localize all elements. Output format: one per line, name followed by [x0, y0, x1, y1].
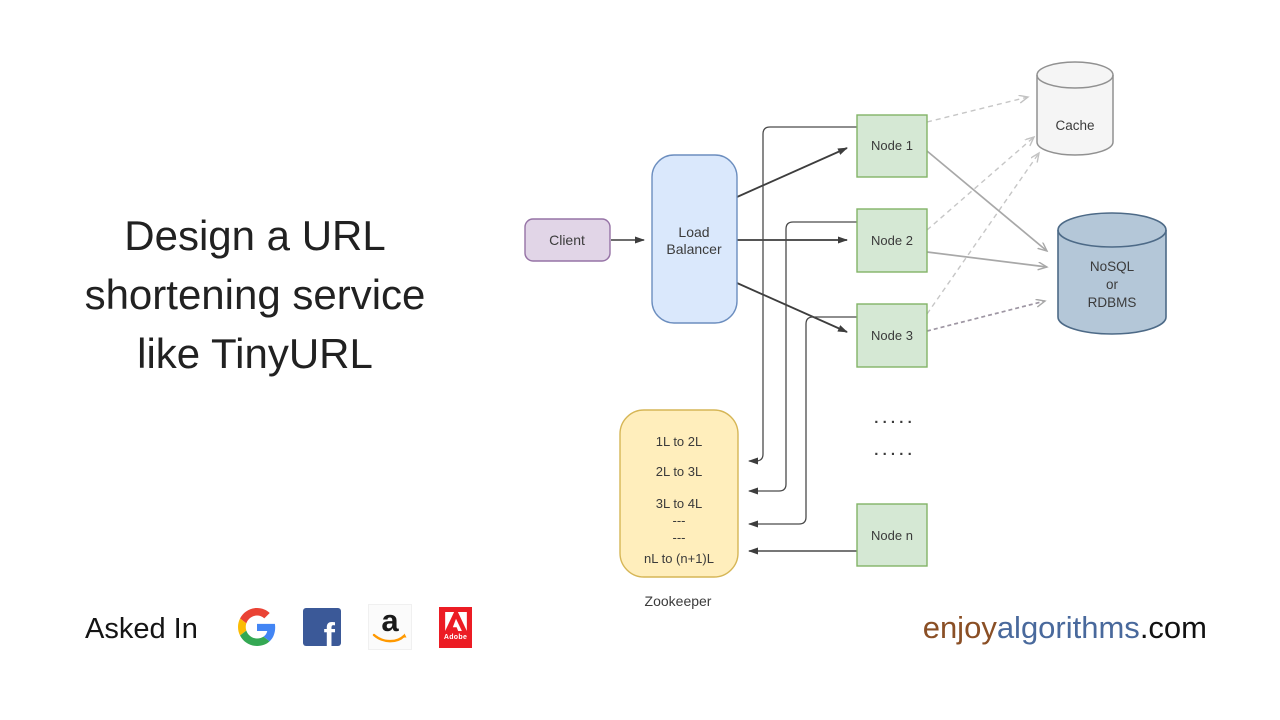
node-3-label: Node 3 — [871, 328, 913, 343]
database-cylinder-body — [1057, 212, 1167, 335]
zookeeper-range-5: --- — [673, 530, 686, 545]
node-1-label: Node 1 — [871, 138, 913, 153]
node-2-box — [856, 208, 928, 273]
zookeeper-caption: Zookeeper — [645, 593, 712, 609]
edge-lb-to-node3 — [736, 282, 848, 333]
client-label: Client — [549, 232, 585, 248]
title-line-2: shortening service — [84, 271, 426, 318]
adobe-caption: Adobe — [443, 633, 468, 641]
cache-label: Cache — [1055, 118, 1094, 133]
diagram-edges — [611, 97, 1047, 555]
edge-lb-to-node1 — [736, 147, 848, 198]
site-url-algorithms: algorithms — [996, 610, 1140, 645]
cache-cylinder: Cache — [1036, 61, 1114, 156]
site-url-enjoy: enjoy — [922, 610, 997, 645]
zookeeper-range-3: 3L to 4L — [656, 496, 703, 511]
site-url: enjoyalgorithms.com — [923, 608, 1207, 648]
load-balancer-box — [651, 154, 738, 324]
amazon-smile-icon — [372, 633, 407, 643]
node-2-label: Node 2 — [871, 233, 913, 248]
facebook-logo-icon: f — [303, 608, 341, 646]
title-line-1: Design a URL — [124, 212, 386, 259]
load-balancer-label-line1: Load — [678, 224, 709, 240]
nodes-ellipsis-row-2: . . . . . — [874, 442, 912, 459]
edge-node3-to-db — [926, 301, 1045, 332]
node-n-box — [856, 503, 928, 567]
zookeeper-range-4: --- — [673, 513, 686, 528]
page-title: Design a URL shortening service like Tin… — [75, 206, 435, 383]
adobe-mark-icon — [444, 611, 467, 631]
database-label-line2: or — [1106, 277, 1119, 292]
load-balancer-label-line2: Balancer — [666, 241, 722, 257]
node-1-box — [856, 114, 928, 178]
edge-node1-to-cache — [926, 97, 1028, 123]
database-cylinder-rim — [1057, 229, 1167, 248]
node-n-label: Node n — [871, 528, 913, 543]
nodes-ellipsis-row-1: . . . . . — [874, 410, 912, 427]
amazon-logo-icon: a — [368, 603, 412, 650]
database-label-line3: RDBMS — [1088, 295, 1137, 310]
company-logos: f a Adobe — [238, 603, 472, 650]
cache-cylinder-body — [1036, 61, 1114, 156]
edge-node2-to-zookeeper — [748, 221, 857, 495]
zookeeper-range-2: 2L to 3L — [656, 464, 703, 479]
title-line-3: like TinyURL — [137, 330, 373, 377]
google-logo-icon — [238, 608, 276, 646]
edge-node1-to-zookeeper — [748, 126, 857, 465]
cache-cylinder-rim — [1036, 74, 1114, 89]
edge-node2-to-cache — [926, 137, 1034, 231]
edge-node1-to-db — [926, 150, 1047, 251]
site-url-tld: .com — [1139, 610, 1207, 645]
edge-node3-to-zookeeper — [748, 316, 857, 528]
facebook-letter: f — [323, 617, 335, 646]
edge-node2-to-db — [926, 251, 1047, 267]
adobe-logo-icon: Adobe — [439, 606, 472, 648]
edge-node3-to-cache — [926, 153, 1039, 315]
zookeeper-range-6: nL to (n+1)L — [644, 551, 714, 566]
client-box — [524, 218, 611, 262]
amazon-letter: a — [381, 603, 399, 638]
asked-in-label: Asked In — [85, 613, 198, 645]
zookeeper-box — [619, 409, 739, 578]
zookeeper-range-1: 1L to 2L — [656, 434, 703, 449]
node-3-box — [856, 303, 928, 368]
database-label-line1: NoSQL — [1090, 259, 1135, 274]
database-cylinder: NoSQL or RDBMS — [1057, 212, 1167, 335]
